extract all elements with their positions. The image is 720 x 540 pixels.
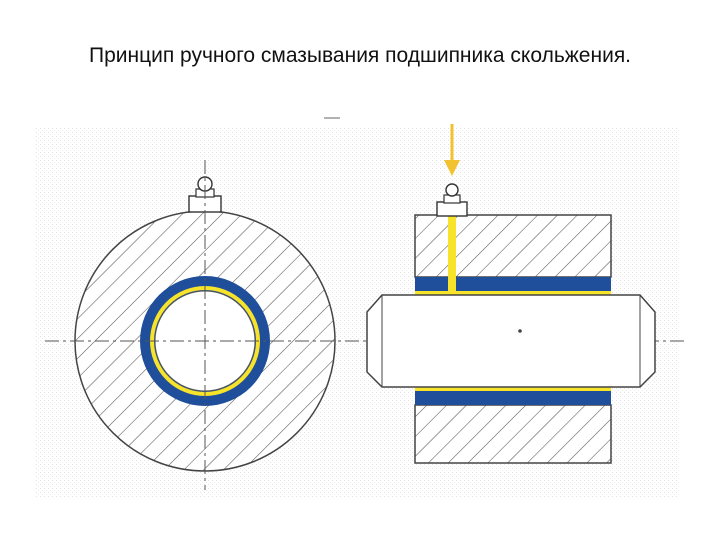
lubricant-film-lower (415, 387, 611, 391)
shaft (366, 294, 656, 388)
down-arrow-icon (444, 124, 460, 176)
slide-title: Принцип ручного смазывания подшипника ск… (88, 44, 632, 67)
bushing-lower (415, 391, 611, 405)
housing-upper (414, 214, 612, 278)
grease-nipple-icon (436, 183, 468, 217)
longitudinal-section-view (366, 124, 656, 464)
center-dot (518, 329, 522, 333)
oil-channel (448, 215, 456, 293)
housing-lower (414, 404, 612, 464)
lubricant-film-upper (415, 291, 611, 295)
bushing-upper (415, 277, 611, 291)
